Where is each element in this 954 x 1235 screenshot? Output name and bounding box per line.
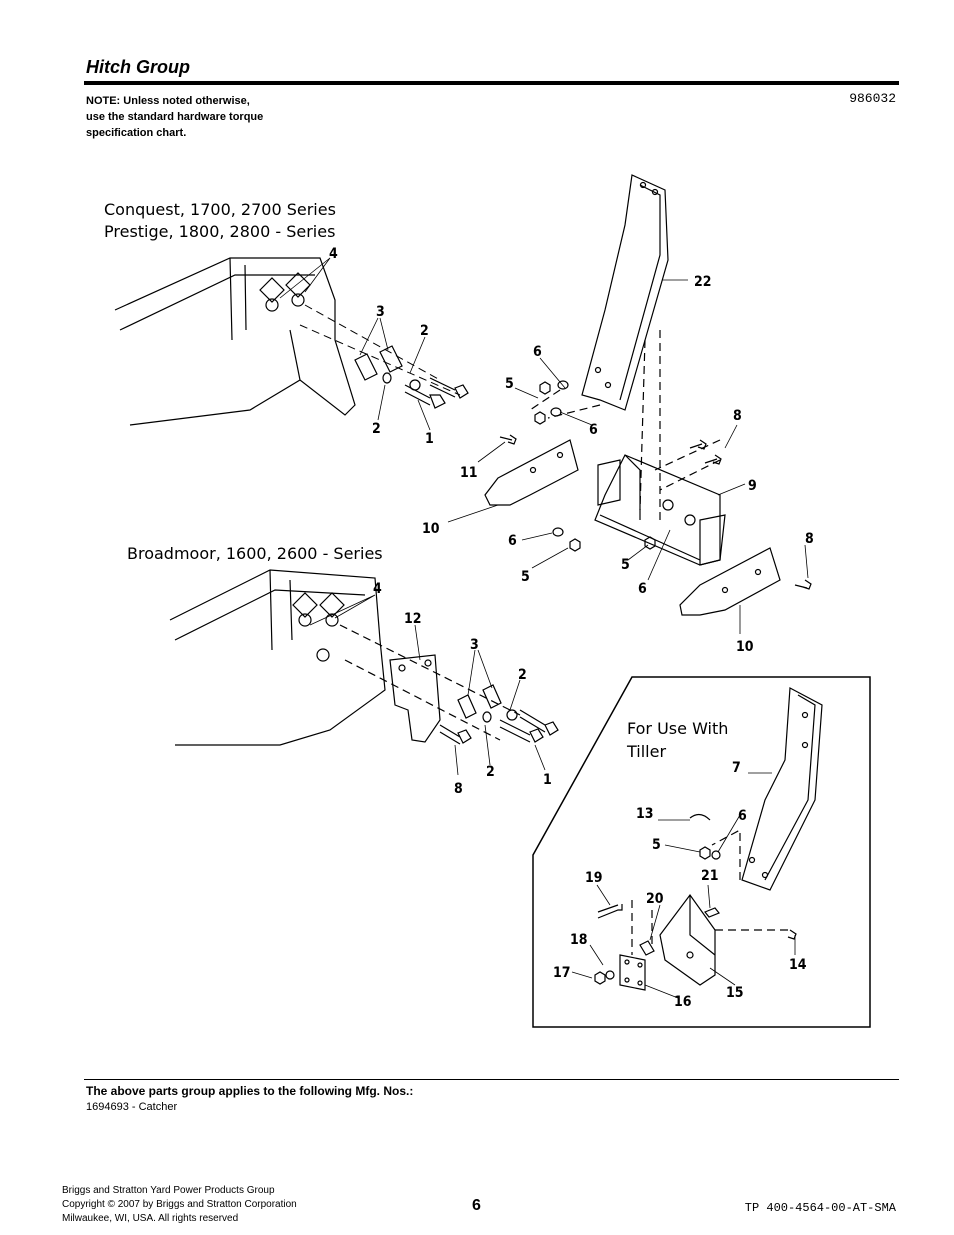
footer-line-2: Copyright © 2007 by Briggs and Stratton …: [62, 1199, 297, 1210]
torque-note: NOTE: Unless noted otherwise, use the st…: [86, 93, 346, 141]
note-line-3: specification chart.: [86, 127, 187, 139]
callout-11: 11: [460, 465, 478, 481]
side-plate-11: [484, 439, 579, 506]
callout-10: 10: [422, 521, 440, 537]
callout-21: 21: [701, 868, 719, 884]
callout-6: 6: [508, 533, 517, 549]
callout-1: 1: [425, 431, 434, 447]
spacer-bolt-set-top: [354, 345, 469, 409]
callout-12: 12: [404, 611, 422, 627]
hidden-lines-bottom: [339, 624, 521, 741]
caption-prestige: Prestige, 1800, 2800 - Series: [104, 222, 335, 241]
mfg-number-item: 1694693 - Catcher: [86, 1101, 178, 1113]
caption-conquest: Conquest, 1700, 2700 Series: [104, 200, 336, 219]
callout-8: 8: [733, 408, 742, 424]
section-divider: [84, 1079, 899, 1080]
tiller-clevis-15: [659, 893, 716, 986]
caption-tiller: Tiller: [626, 742, 666, 761]
tiller-hardware: [594, 813, 797, 985]
callout-5: 5: [621, 557, 630, 573]
title-rule: [84, 81, 899, 85]
page-number: 6: [472, 1197, 481, 1214]
callout-4: 4: [373, 581, 382, 597]
note-line-2: use the standard hardware torque: [86, 111, 264, 123]
note-line-1: NOTE: Unless noted otherwise,: [86, 95, 250, 107]
callout-1: 1: [543, 772, 552, 788]
callout-9: 9: [748, 478, 757, 494]
callout-2: 2: [486, 764, 495, 780]
callout-20: 20: [646, 891, 664, 907]
callout-6: 6: [638, 581, 647, 597]
mount-bracket-12: [389, 654, 441, 743]
tractor-frame-bottom: [169, 569, 386, 746]
callout-16: 16: [674, 994, 692, 1010]
upright-bracket-22: [581, 174, 669, 411]
callout-6: 6: [533, 344, 542, 360]
callout-7: 7: [732, 760, 741, 776]
callout-13: 13: [636, 806, 654, 822]
tiller-bracket-7: [741, 687, 823, 891]
spacer-bolt-set-bottom: [439, 684, 559, 745]
footer-copyright: Briggs and Stratton Yard Power Products …: [62, 1184, 297, 1226]
hidden-lines-top: [529, 330, 721, 520]
callout-17: 17: [553, 965, 571, 981]
callout-5: 5: [521, 569, 530, 585]
tiller-plate-16: [619, 954, 646, 991]
callout-2: 2: [518, 667, 527, 683]
callout-3: 3: [470, 637, 479, 653]
callout-8: 8: [454, 781, 463, 797]
diagram-number: 986032: [849, 91, 896, 106]
caption-for-use-with: For Use With: [627, 719, 728, 738]
applies-heading: The above parts group applies to the fol…: [86, 1084, 414, 1098]
callout-8: 8: [805, 531, 814, 547]
caption-broadmoor: Broadmoor, 1600, 2600 - Series: [127, 544, 383, 563]
callout-10: 10: [736, 639, 754, 655]
page-title: Hitch Group: [86, 57, 190, 77]
callout-2: 2: [420, 323, 429, 339]
callout-6: 6: [738, 808, 747, 824]
callout-3: 3: [376, 304, 385, 320]
callout-15: 15: [726, 985, 744, 1001]
callout-5: 5: [505, 376, 514, 392]
callout-5: 5: [652, 837, 661, 853]
tp-code: TP 400-4564-00-AT-SMA: [744, 1201, 896, 1215]
callout-2: 2: [372, 421, 381, 437]
footer-line-3: Milwaukee, WI, USA. All rights reserved: [62, 1213, 239, 1224]
callout-22: 22: [694, 274, 712, 290]
callout-6: 6: [589, 422, 598, 438]
callout-18: 18: [570, 932, 588, 948]
callout-leaders: [279, 257, 809, 999]
callout-19: 19: [585, 870, 603, 886]
tiller-inset-frame: [532, 676, 871, 1028]
hidden-lines-inset: [631, 828, 790, 955]
footer-line-1: Briggs and Stratton Yard Power Products …: [62, 1185, 275, 1196]
callout-14: 14: [789, 957, 807, 973]
hitch-plate-9: [594, 454, 726, 566]
side-plate-10: [679, 547, 781, 616]
hardware-nuts-washers: [499, 380, 812, 590]
tractor-frame-top: [114, 257, 356, 426]
callout-4: 4: [329, 246, 338, 262]
